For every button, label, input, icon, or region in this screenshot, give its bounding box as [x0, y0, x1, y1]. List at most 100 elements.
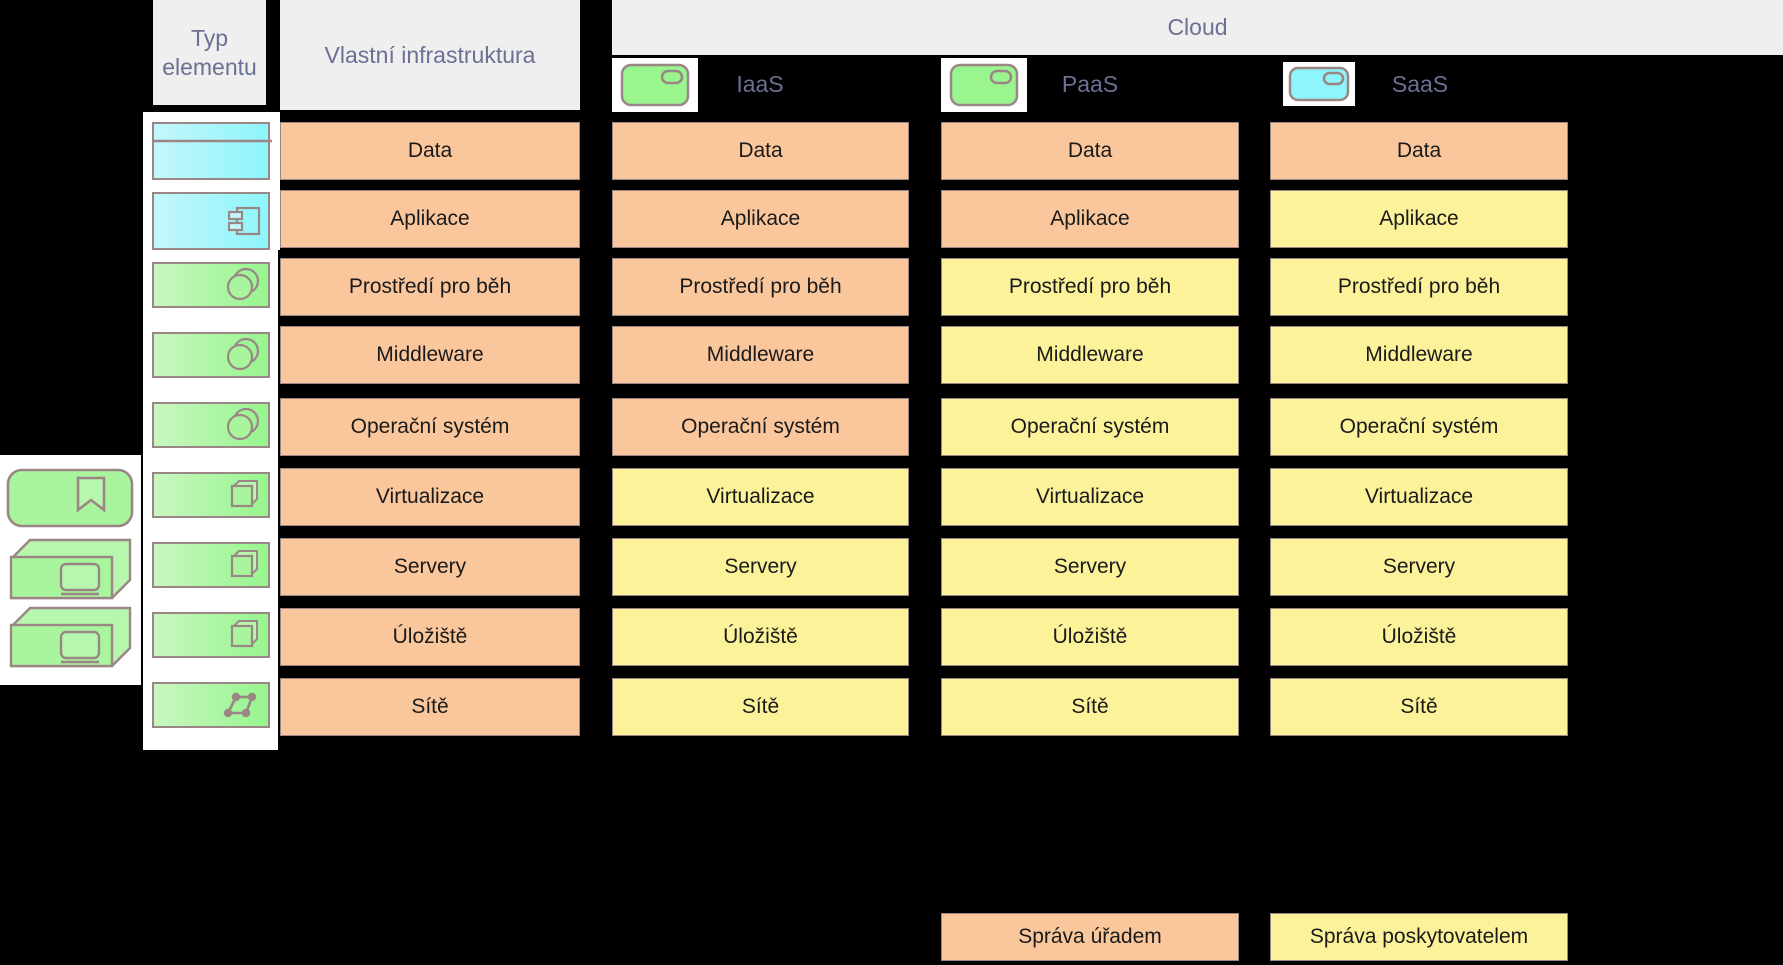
cell-iaas-virtualizace[interactable]: Virtualizace [612, 468, 909, 526]
cell-label: Sítě [1071, 695, 1109, 718]
cell-saas-virtualizace[interactable]: Virtualizace [1270, 468, 1568, 526]
cell-paas-aplikace[interactable]: Aplikace [941, 190, 1239, 248]
cell-own-infrastructure-middleware[interactable]: Middleware [280, 326, 580, 384]
paas-node-badge [949, 63, 1019, 112]
cell-label: Virtualizace [1035, 485, 1145, 508]
cell-label: Virtualizace [706, 485, 815, 508]
cell-label: Sítě [411, 695, 449, 718]
cell-saas-aplikace[interactable]: Aplikace [1270, 190, 1568, 248]
type-icon-data-object [152, 122, 272, 180]
cell-saas-prost-ed-pro-b-h[interactable]: Prostředí pro běh [1270, 258, 1568, 316]
cell-label: Prostředí pro běh [679, 275, 842, 298]
system-software-icon [226, 407, 260, 441]
type-icon-node-servers [152, 542, 270, 588]
cell-label: Virtualizace [375, 485, 485, 508]
cell-iaas-servery[interactable]: Servery [612, 538, 909, 596]
monitor-device-icon [9, 538, 132, 600]
cell-label: Operační systém [1010, 415, 1170, 438]
cell-label: Data [738, 139, 783, 162]
cell-paas-middleware[interactable]: Middleware [941, 326, 1239, 384]
column-title-iaas[interactable]: IaaS [700, 62, 820, 106]
application-component-icon [228, 206, 261, 236]
cell-label: Data [1396, 139, 1442, 162]
node-rounded-icon [620, 63, 690, 107]
own-infrastructure-header: Vlastní infrastruktura [280, 0, 580, 110]
type-icon-system-software-os [152, 402, 270, 448]
communication-network-icon [223, 692, 257, 718]
cell-label: Aplikace [390, 207, 470, 230]
cell-iaas-aplikace[interactable]: Aplikace [612, 190, 909, 248]
type-icon-system-software-runtime [152, 262, 270, 308]
cell-label: Sítě [1400, 695, 1438, 718]
cell-iaas-data[interactable]: Data [612, 122, 909, 180]
cell-paas-lo-i-t[interactable]: Úložiště [941, 608, 1239, 666]
cell-own-infrastructure-lo-i-t[interactable]: Úložiště [280, 608, 580, 666]
cell-own-infrastructure-s-t[interactable]: Sítě [280, 678, 580, 736]
cell-label: Middleware [376, 343, 484, 366]
cell-own-infrastructure-opera-n-syst-m[interactable]: Operační systém [280, 398, 580, 456]
cell-iaas-prost-ed-pro-b-h[interactable]: Prostředí pro běh [612, 258, 909, 316]
cell-saas-data[interactable]: Data [1270, 122, 1568, 180]
cell-label: Operační systém [1339, 415, 1499, 438]
cell-own-infrastructure-prost-ed-pro-b-h[interactable]: Prostředí pro běh [280, 258, 580, 316]
node-rounded-icon [1288, 66, 1350, 102]
column-title-paas[interactable]: PaaS [1030, 62, 1150, 106]
cell-own-infrastructure-servery[interactable]: Servery [280, 538, 580, 596]
cell-saas-opera-n-syst-m[interactable]: Operační systém [1270, 398, 1568, 456]
cell-paas-servery[interactable]: Servery [941, 538, 1239, 596]
cell-label: Middleware [706, 343, 815, 366]
cell-own-infrastructure-aplikace[interactable]: Aplikace [280, 190, 580, 248]
type-icon-node-storage [152, 612, 270, 658]
system-software-icon [226, 267, 260, 301]
legend-managed-by-provider-label: Správa poskytovatelem [1309, 925, 1529, 948]
type-icon-node-virtualization [152, 472, 270, 518]
column-title-saas[interactable]: SaaS [1360, 62, 1480, 106]
node-rounded-shape-icon [6, 468, 134, 528]
cell-iaas-middleware[interactable]: Middleware [612, 326, 909, 384]
cell-iaas-opera-n-syst-m[interactable]: Operační systém [612, 398, 909, 456]
legend-managed-by-provider[interactable]: Správa poskytovatelem [1270, 913, 1568, 961]
cell-label: Prostředí pro běh [1337, 275, 1501, 298]
cell-saas-lo-i-t[interactable]: Úložiště [1270, 608, 1568, 666]
cell-saas-middleware[interactable]: Middleware [1270, 326, 1568, 384]
cell-paas-opera-n-syst-m[interactable]: Operační systém [941, 398, 1239, 456]
cell-label: Úložiště [392, 625, 468, 648]
cell-iaas-lo-i-t[interactable]: Úložiště [612, 608, 909, 666]
cell-label: Operační systém [350, 415, 510, 438]
cell-paas-s-t[interactable]: Sítě [941, 678, 1239, 736]
column-title-iaas-label: IaaS [736, 70, 784, 97]
cell-label: Middleware [1036, 343, 1144, 366]
cell-label: Úložiště [1381, 625, 1457, 648]
node-icon [230, 480, 258, 508]
cell-paas-prost-ed-pro-b-h[interactable]: Prostředí pro běh [941, 258, 1239, 316]
cell-label: Data [1067, 139, 1113, 162]
cloud-header: Cloud [612, 0, 1783, 55]
side-shape-node-rounded [6, 468, 134, 533]
cell-label: Servery [393, 555, 467, 578]
column-title-saas-label: SaaS [1391, 70, 1449, 97]
cell-saas-s-t[interactable]: Sítě [1270, 678, 1568, 736]
cloud-label: Cloud [1167, 14, 1228, 41]
legend-managed-by-office-label: Správa úřadem [1018, 925, 1162, 948]
type-icon-system-software-middleware [152, 332, 270, 378]
cell-label: Operační systém [681, 415, 840, 438]
cell-label: Prostředí pro běh [348, 275, 512, 298]
saas-node-badge [1288, 66, 1350, 107]
cell-iaas-s-t[interactable]: Sítě [612, 678, 909, 736]
node-rounded-icon [949, 63, 1019, 107]
cell-label: Aplikace [720, 207, 801, 230]
type-column-header-line2: elementu [162, 53, 257, 80]
cell-paas-virtualizace[interactable]: Virtualizace [941, 468, 1239, 526]
type-icon-communication-network [152, 682, 270, 728]
cell-own-infrastructure-virtualizace[interactable]: Virtualizace [280, 468, 580, 526]
side-shape-device-2 [4, 604, 134, 675]
side-shape-device-1 [4, 536, 134, 607]
cell-own-infrastructure-data[interactable]: Data [280, 122, 580, 180]
cell-label: Aplikace [1050, 207, 1130, 230]
cell-label: Úložiště [723, 625, 798, 648]
cell-label: Sítě [741, 695, 780, 718]
cell-label: Servery [1382, 555, 1456, 578]
cell-saas-servery[interactable]: Servery [1270, 538, 1568, 596]
legend-managed-by-office[interactable]: Správa úřadem [941, 913, 1239, 961]
cell-paas-data[interactable]: Data [941, 122, 1239, 180]
